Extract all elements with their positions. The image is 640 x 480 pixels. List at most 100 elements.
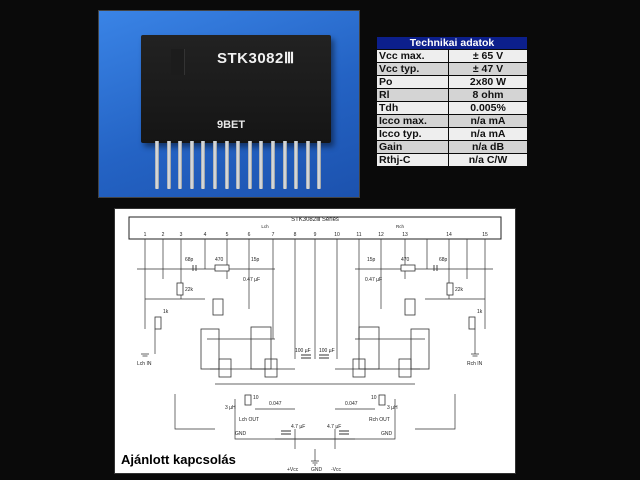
spec-row: Vcc max.± 65 V: [376, 49, 528, 63]
spec-key: Po: [376, 75, 449, 89]
label-470-right: 470: [401, 257, 410, 263]
label-rch-out: Rch OUT: [369, 417, 390, 423]
spec-key: Tdh: [376, 101, 449, 115]
schematic-labels: 68p 470 15p 470 15p 68p 0.47 µF 0.47 µF …: [137, 257, 483, 473]
lch-label: Lch: [261, 224, 269, 229]
spec-value: 2x80 W: [448, 75, 528, 89]
chip-pin: [224, 141, 229, 189]
series-label: STK3082Ⅲ Series: [291, 217, 339, 223]
schematic-ground-symbols: [141, 353, 479, 466]
label-047-left: 0.47 µF: [243, 277, 260, 283]
label-1k-right: 1k: [477, 309, 483, 315]
schematic-capacitors: [192, 265, 438, 435]
label-gnd-right: GND: [381, 431, 393, 437]
ic-pin-number: 9: [314, 232, 317, 238]
label-68p: 68p: [185, 257, 194, 263]
label-47u-left: 4.7 µF: [291, 424, 305, 430]
chip-pin: [236, 141, 241, 189]
chip-pin: [305, 141, 310, 189]
chip-pin: [201, 141, 206, 189]
label-15p-left: 15p: [251, 257, 260, 263]
chip-pin: [166, 141, 171, 189]
label-470-left: 470: [215, 257, 224, 263]
component-photo: STK3082Ⅲ 9BET: [98, 10, 360, 198]
chip-pin: [247, 141, 252, 189]
label-gnd-left: GND: [235, 431, 247, 437]
spec-key: Gain: [376, 140, 449, 154]
ic-pin-number: 6: [248, 232, 251, 238]
schematic-transistors: [200, 298, 430, 378]
ic-pin-number: 1: [144, 232, 147, 238]
ic-pin-number: 4: [204, 232, 207, 238]
spec-key: Vcc typ.: [376, 62, 449, 76]
spec-key: Vcc max.: [376, 49, 449, 63]
schematic-resistors: [154, 264, 476, 406]
spec-row: Vcc typ.± 47 V: [376, 62, 528, 76]
chip-pin: [259, 141, 264, 189]
label-22k-left: 22k: [185, 287, 194, 293]
label-vcc-plus: +Vcc: [287, 467, 299, 473]
label-3uh-left: 3 µH: [225, 405, 236, 411]
chip-pin: [189, 141, 194, 189]
ic-pin-number: 5: [226, 232, 229, 238]
spec-key: Rl: [376, 88, 449, 102]
rch-label: Rch: [396, 224, 404, 229]
spec-key: Rthj-C: [376, 153, 449, 167]
ic-pin-number: 8: [294, 232, 297, 238]
spec-value: n/a dB: [448, 140, 528, 154]
spec-key: Icco typ.: [376, 127, 449, 141]
label-lch-in: Lch IN: [137, 361, 152, 367]
label-0047-right: 0.047: [345, 401, 358, 407]
chip-pin: [294, 141, 299, 189]
label-47u-right: 4.7 µF: [327, 424, 341, 430]
spec-value: ± 65 V: [448, 49, 528, 63]
label-vcc-minus: -Vcc: [331, 467, 342, 473]
chip-code-marking: 9BET: [217, 119, 246, 131]
ic-pin-number: 14: [446, 232, 452, 238]
ic-pin-number: 11: [356, 232, 361, 238]
label-gnd-bottom: GND: [311, 467, 323, 473]
ic-pin-number: 10: [334, 232, 340, 238]
label-1k-left: 1k: [163, 309, 169, 315]
ic-pin-number: 3: [180, 232, 183, 238]
spec-value: ± 47 V: [448, 62, 528, 76]
spec-row: Icco typ.n/a mA: [376, 127, 528, 141]
label-047-right: 0.47 µF: [365, 277, 382, 283]
label-10-left: 10: [253, 395, 259, 401]
spec-row: Icco max.n/a mA: [376, 114, 528, 128]
label-15p-right: 15p: [367, 257, 376, 263]
label-10-right: 10: [371, 395, 377, 401]
chip-pin: [178, 141, 183, 189]
chip-body: STK3082Ⅲ 9BET: [141, 35, 331, 143]
schematic-caption: Ajánlott kapcsolás: [121, 452, 236, 467]
chip-pin: [282, 141, 287, 189]
spec-value: n/a mA: [448, 127, 528, 141]
chip-pin: [271, 141, 275, 189]
chip-mounting-tab: [171, 49, 185, 75]
chip-pins: [151, 141, 331, 197]
chip-pin: [317, 141, 322, 189]
ic-pin-number: 15: [482, 232, 488, 238]
chip-pin: [155, 141, 159, 189]
chip-part-marking: STK3082Ⅲ: [217, 50, 295, 67]
label-100u-left: 100 µF: [295, 348, 311, 354]
spec-value: n/a mA: [448, 114, 528, 128]
label-rch-in: Rch IN: [467, 361, 483, 367]
ic-pin-number: 13: [402, 232, 408, 238]
ic-pin-number: 2: [162, 232, 165, 238]
ic-pin-number: 12: [378, 232, 384, 238]
schematic-wiring: [137, 239, 493, 461]
label-0047-left: 0.047: [269, 401, 282, 407]
spec-value: 8 ohm: [448, 88, 528, 102]
label-100u-right: 100 µF: [319, 348, 335, 354]
spec-key: Icco max.: [376, 114, 449, 128]
spec-table-title: Technikai adatok: [376, 36, 528, 50]
chip-pin: [213, 141, 217, 189]
